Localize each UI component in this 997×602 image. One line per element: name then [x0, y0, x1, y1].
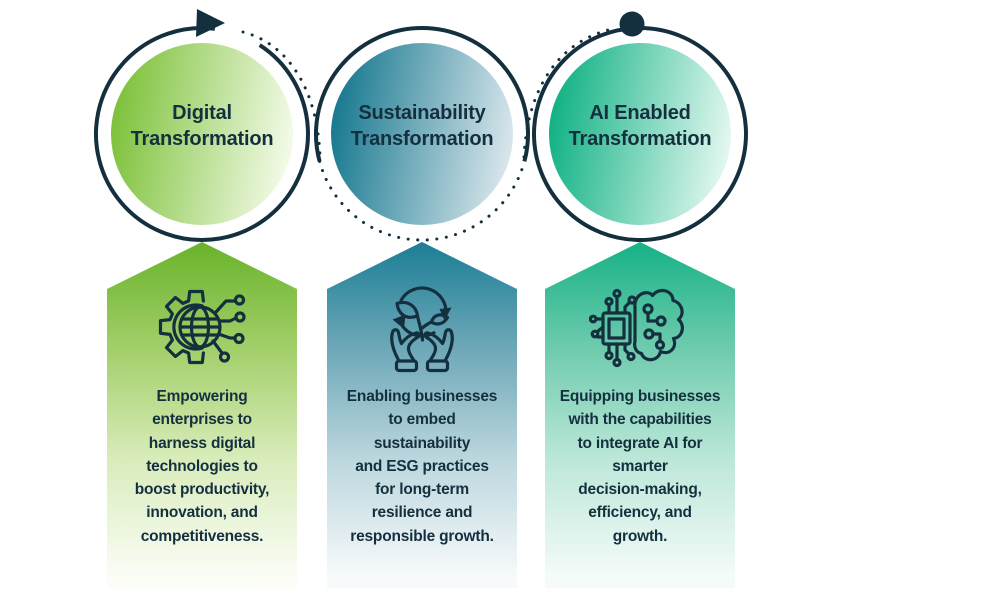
circle-title: Sustainability Transformation [350, 101, 494, 150]
banner-ai: Equipping businesses with the capabiliti… [545, 242, 735, 588]
banner-sustainability: Enabling businesses to embed sustainabil… [327, 242, 517, 588]
hands-plant-recycle-icon [390, 286, 454, 373]
circle-title: Digital Transformation [130, 101, 274, 150]
gear-globe-circuit-icon [158, 289, 246, 365]
column-digital-transformation: Digital Transformation Empowering enterp… [107, 0, 297, 602]
banner-description: Empowering enterprises to harness digita… [134, 388, 270, 545]
banner-digital: Empowering enterprises to harness digita… [107, 242, 297, 588]
circle-title: AI Enabled Transformation [568, 101, 712, 150]
circle-digital: Digital Transformation [111, 43, 293, 225]
circle-sustainability: Sustainability Transformation [331, 43, 513, 225]
circle-ai: AI Enabled Transformation [549, 43, 731, 225]
banner-description: Enabling businesses to embed sustainabil… [346, 388, 498, 545]
column-ai-enabled-transformation: AI Enabled Transformation [545, 0, 735, 602]
column-sustainability-transformation: Sustainability Transformation Enabling b… [327, 0, 517, 602]
banner-description: Equipping businesses with the capabiliti… [559, 388, 721, 545]
circuit-brain-icon [589, 288, 684, 368]
